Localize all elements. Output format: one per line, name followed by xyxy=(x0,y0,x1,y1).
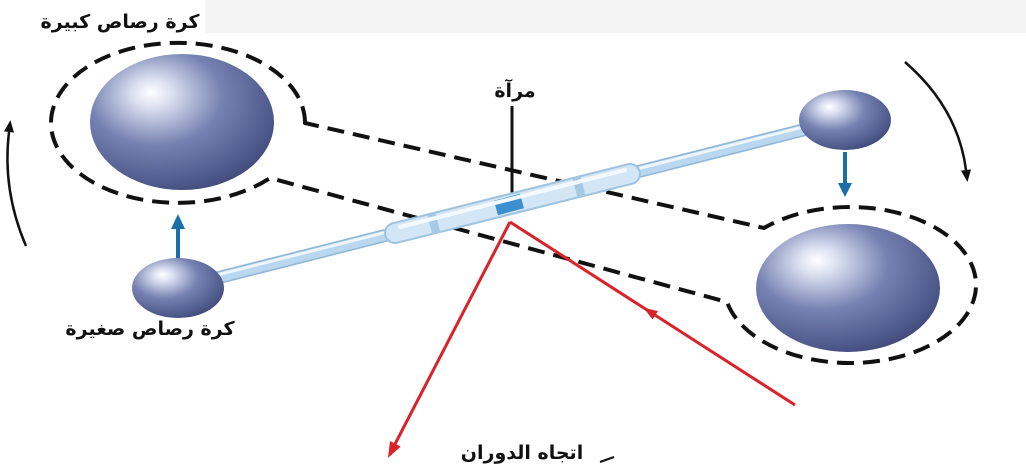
force-arrow-up xyxy=(171,214,185,258)
rotation-label-leader xyxy=(599,456,615,463)
force-arrow-down-head xyxy=(838,183,852,197)
small-sphere-label: كرة رصاص صغيرة xyxy=(65,318,235,340)
mirror-label: مرآة xyxy=(494,80,536,102)
large-lead-sphere-top-left xyxy=(90,54,274,190)
rod-tube-ring-right xyxy=(572,176,586,198)
force-arrow-down xyxy=(838,152,852,197)
rotation-arrow-right-curve xyxy=(904,61,968,171)
large-spheres-dashed-outline xyxy=(49,40,978,366)
reflected-light-ray xyxy=(388,221,512,458)
small-lead-sphere-bottom-left xyxy=(132,258,224,318)
incident-ray-arrowhead xyxy=(643,307,658,320)
reflected-ray-line xyxy=(392,221,512,447)
small-lead-sphere-top-right xyxy=(799,90,891,150)
rod-tube-ring-left xyxy=(427,213,441,235)
rotation-arrow-left xyxy=(4,120,28,247)
rod-mirror-patch xyxy=(494,193,524,216)
rotation-arrow-left-head xyxy=(4,120,14,133)
rod-tube-highlight xyxy=(398,168,627,229)
force-arrow-up-head xyxy=(171,214,185,229)
reflected-ray-arrowhead xyxy=(388,441,401,458)
incident-light-ray xyxy=(509,220,796,407)
rotation-arrow-right xyxy=(904,61,971,182)
large-lead-sphere-bottom-right xyxy=(756,224,940,352)
rotation-arrow-right-head xyxy=(961,169,971,182)
top-background-band xyxy=(205,0,1026,33)
rotation-direction-label: اتجاه الدوران xyxy=(460,442,584,464)
rotation-arrow-left-curve xyxy=(6,131,28,247)
large-sphere-label: كرة رصاص كبيرة xyxy=(40,11,200,33)
torsion-rod xyxy=(198,120,822,288)
